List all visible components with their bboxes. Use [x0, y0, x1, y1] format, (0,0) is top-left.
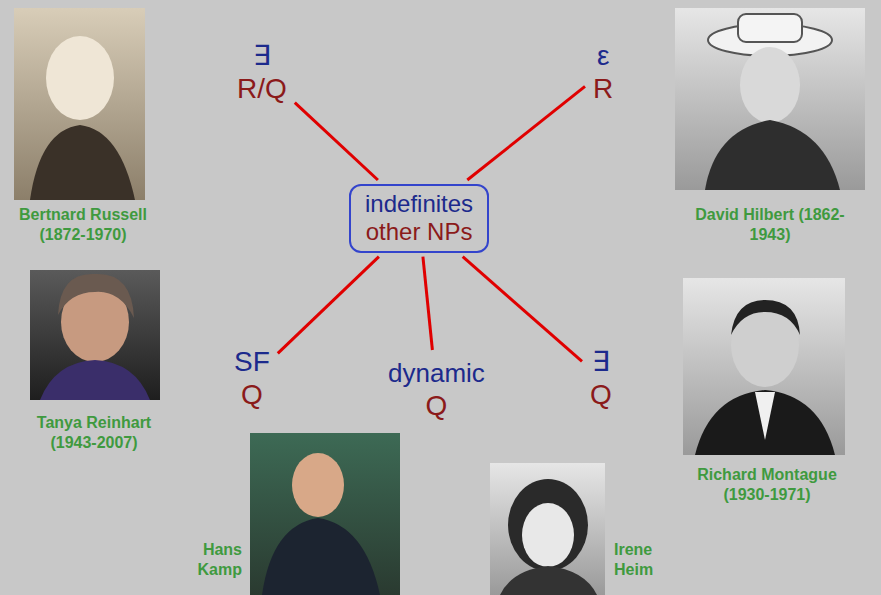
type-label: R/Q [237, 72, 287, 105]
theory-label: εR [593, 39, 613, 105]
concept-box: indefinitesother NPs [349, 184, 489, 253]
portrait-photo [250, 433, 400, 595]
person-name: Bertnard Russell (1872-1970) [8, 205, 158, 245]
formalism-symbol: ε [593, 39, 613, 72]
connector-line [278, 257, 379, 354]
theory-label: dynamicQ [388, 358, 485, 422]
portrait-photo [683, 278, 845, 455]
theory-label: ∃Q [590, 345, 612, 411]
connector-line [463, 257, 582, 362]
portrait-photo [14, 8, 145, 200]
theory-label: SFQ [234, 345, 270, 411]
formalism-symbol: ∃ [590, 345, 612, 378]
formalism-symbol: SF [234, 345, 270, 378]
type-label: R [593, 72, 613, 105]
connector-line [295, 103, 378, 180]
type-label: Q [388, 389, 485, 422]
portrait-photo [490, 463, 605, 595]
portrait-photo [675, 8, 865, 190]
person-name: Hans Kamp [176, 540, 242, 580]
person-name: Irene Heim [614, 540, 684, 580]
formalism-symbol: ∃ [237, 39, 287, 72]
formalism-symbol: dynamic [388, 358, 485, 389]
portrait-photo [30, 270, 160, 400]
connector-line [423, 257, 433, 350]
type-label: Q [590, 378, 612, 411]
person-name: Tanya Reinhart (1943-2007) [14, 413, 174, 453]
type-label: other NPs [365, 218, 473, 246]
type-label: Q [234, 378, 270, 411]
connector-line [467, 86, 585, 180]
theory-label: ∃R/Q [237, 39, 287, 105]
person-name: Richard Montague (1930-1971) [672, 465, 862, 505]
formalism-symbol: indefinites [365, 190, 473, 218]
person-name: David Hilbert (1862-1943) [690, 205, 850, 245]
